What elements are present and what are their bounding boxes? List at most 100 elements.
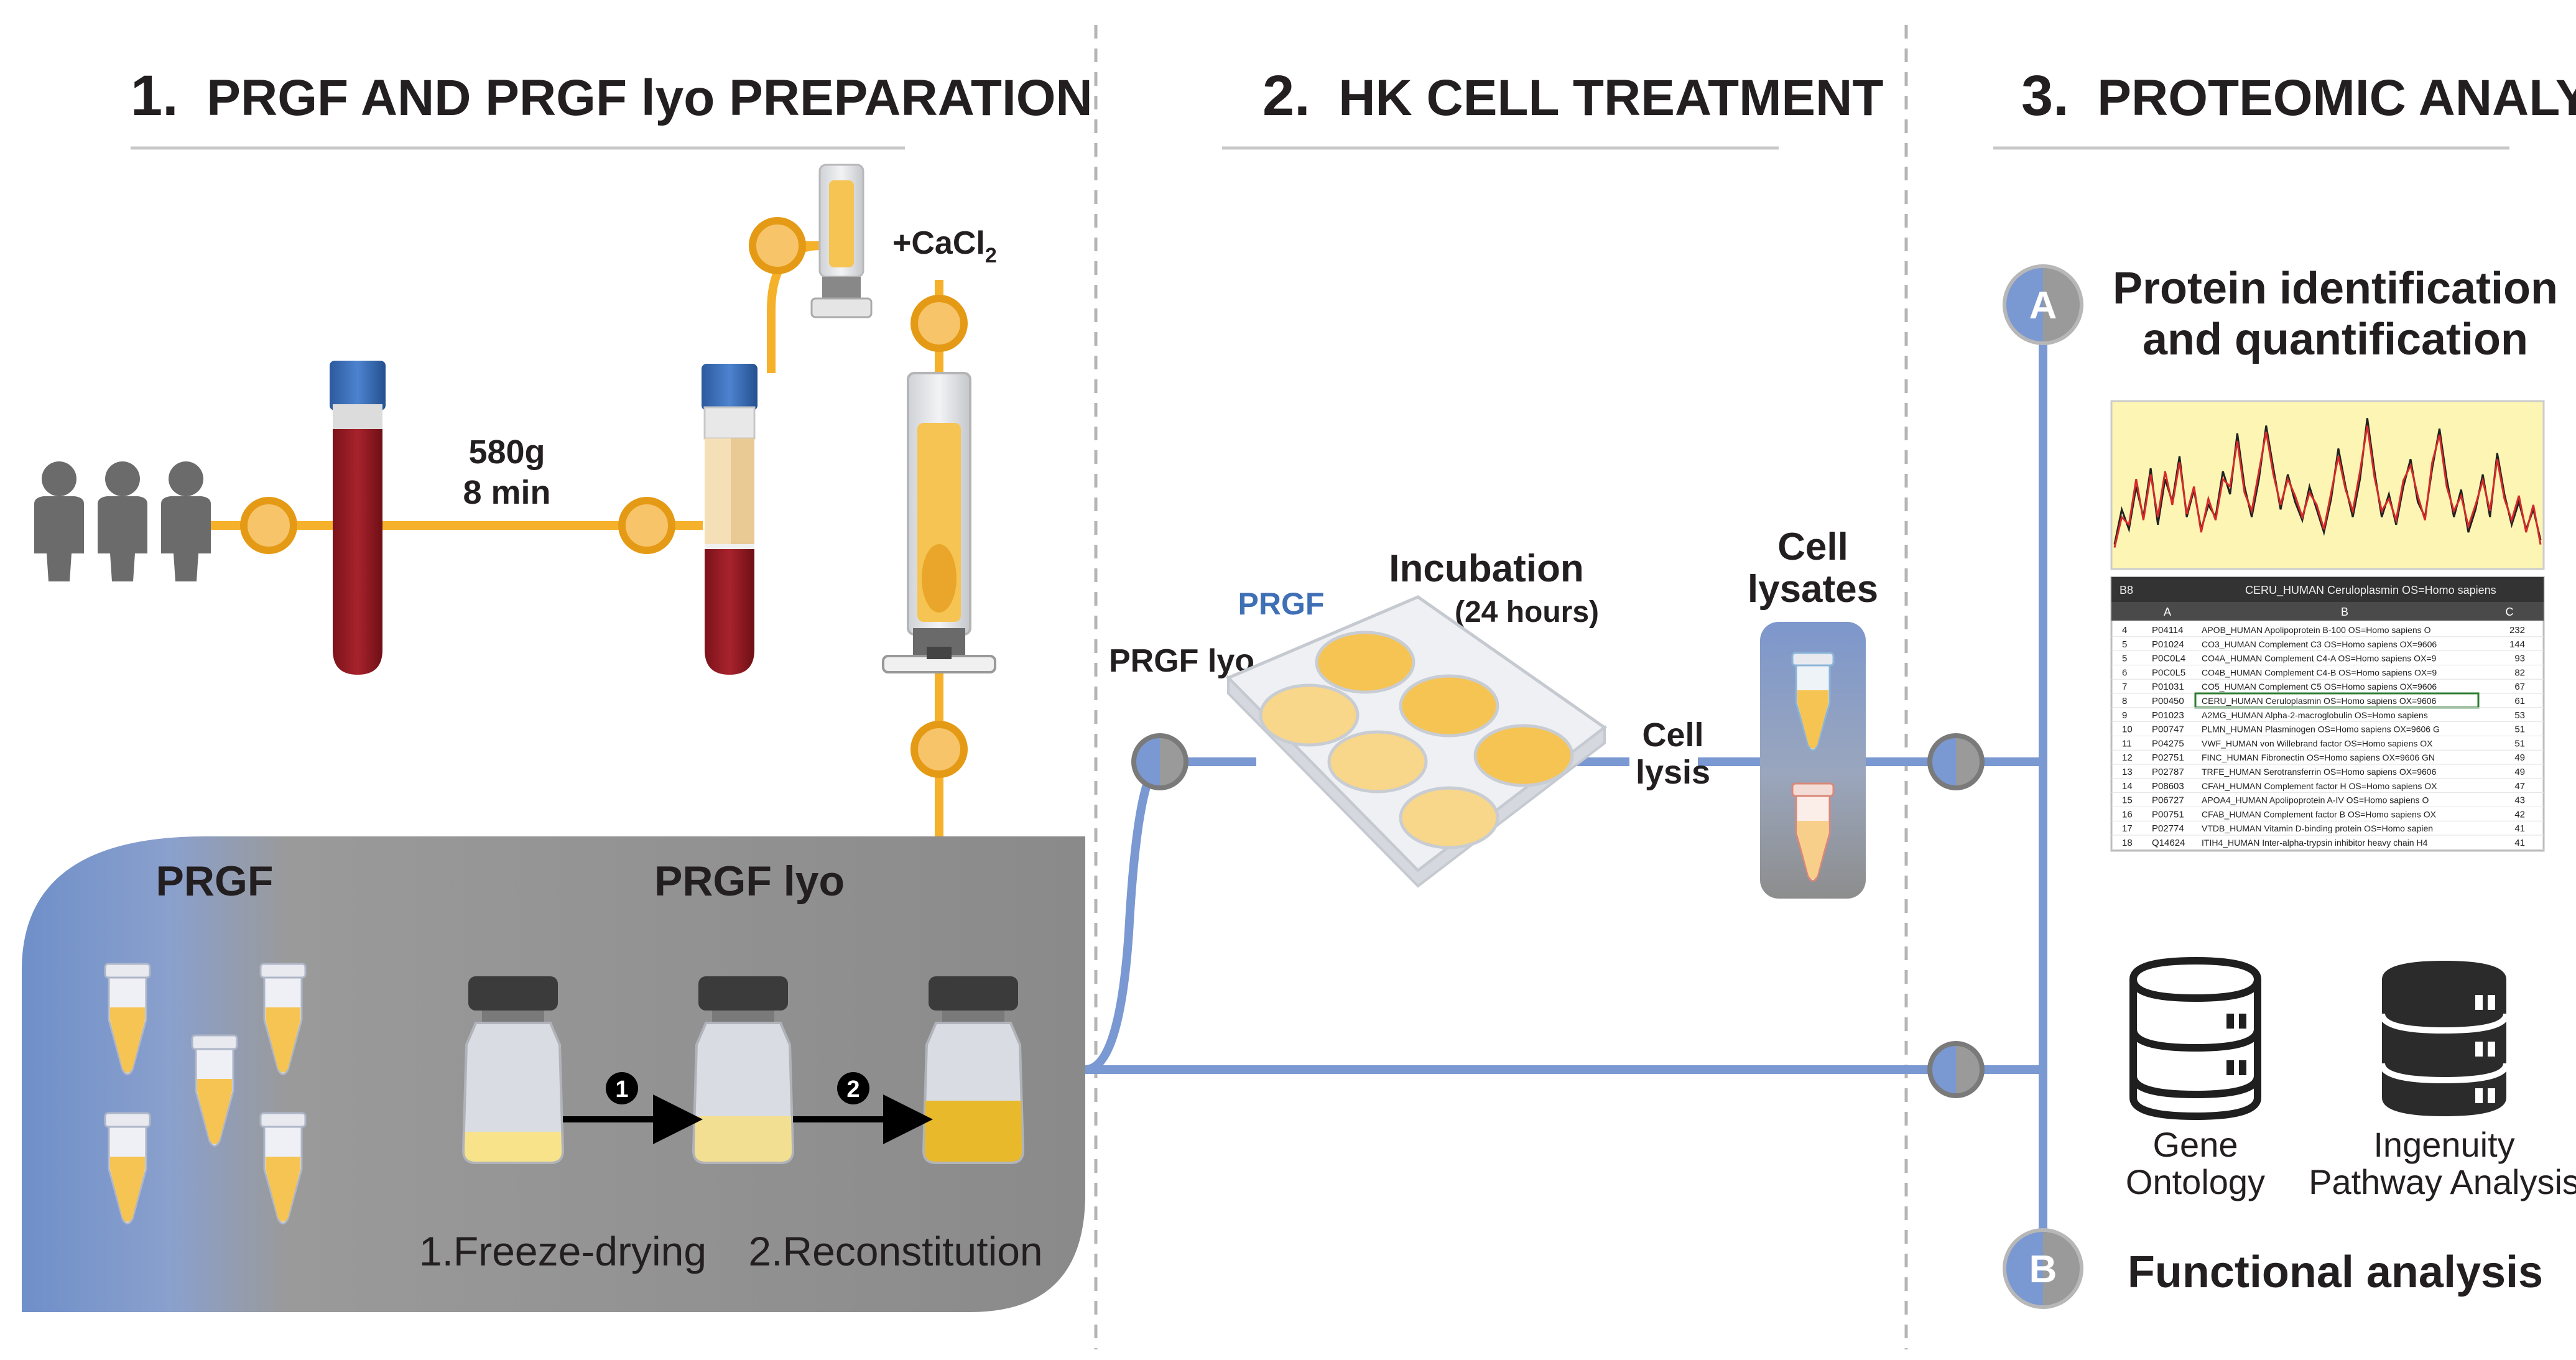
spreadsheet-row: 14 P08603 CFAH_HUMAN Complement factor H O… [2111,781,2544,793]
spreadsheet-accession: P02774 [2152,823,2184,834]
marker-b: B [2003,1228,2083,1309]
svg-text:2. HK CELL TREATMENT: 2. HK CELL TREATMENT [1263,64,1883,127]
section-1-header: 1. PRGF AND PRGF lyo PREPARATION [131,64,1093,150]
spreadsheet-description: ITIH4_HUMAN Inter-alpha-trypsin inhibito… [2202,838,2428,848]
vial-reconstituted [922,976,1025,1164]
chromatogram [2110,400,2545,570]
cell-lysates-line2: lysates [1748,568,1878,611]
section-2-title: HK CELL TREATMENT [1338,70,1883,126]
spreadsheet-description: TRFE_HUMAN Serotransferrin OS=Homo sapie… [2202,767,2437,777]
spreadsheet-row: 4 P04114 APOB_HUMAN Apolipoprotein B-100 O… [2111,625,2544,637]
svg-text:1. PRGF AND PRGF lyo PRE: 1. PRGF AND PRGF lyo PREPARATION [131,64,1093,127]
spreadsheet-description: CFAH_HUMAN Complement factor H OS=Homo s… [2202,781,2437,791]
centrifugation-time: 8 min [463,474,550,511]
spreadsheet-row: 18 Q14624 ITIH4_HUMAN Inter-alpha-trypsin … [2111,838,2544,850]
spreadsheet-row-number: 17 [2122,823,2133,834]
blood-tube-icon [330,361,386,675]
section-3-header: 3. PROTEOMIC ANALYSIS [1993,64,2576,150]
spreadsheet-row-number: 8 [2122,696,2127,706]
spreadsheet-accession: P00751 [2152,809,2184,820]
spreadsheet-row-number: 5 [2122,639,2127,650]
spreadsheet-count: 53 [2514,710,2525,721]
spreadsheet-row-number: 15 [2122,795,2133,806]
ingenuity-line2: Pathway Analysis [2309,1162,2576,1201]
eppendorf-tubes [104,963,307,1224]
spreadsheet-row-number: 4 [2122,625,2127,636]
spreadsheet-row-number: 11 [2122,738,2132,749]
prgf-label: PRGF [1238,586,1325,621]
spreadsheet-row-number: 6 [2122,667,2127,678]
spreadsheet-accession: P02751 [2152,752,2184,763]
spreadsheet-formula: CERU_HUMAN Ceruloplasmin OS=Homo sapiens [2245,584,2496,597]
spreadsheet-col-c: C [2506,606,2514,618]
spreadsheet-count: 67 [2514,682,2525,692]
spreadsheet-description: CO4B_HUMAN Complement C4-B OS=Homo sapie… [2202,667,2437,677]
spreadsheet-row-number: 13 [2122,767,2133,777]
section-3-number: 3. [2021,64,2069,127]
spreadsheet-accession: P01024 [2152,639,2184,650]
spreadsheet-row: 15 P06727 APOA4_HUMAN Apolipoprotein A-IV … [2111,795,2544,807]
spreadsheet-description: FINC_HUMAN Fibronectin OS=Homo sapiens O… [2202,752,2435,762]
step-arrow-1: 1 [563,1072,703,1144]
spreadsheet-accession: P01031 [2152,682,2184,692]
spreadsheet-accession: P01023 [2152,710,2184,721]
svg-text:3. PROTEOMIC ANALYSIS: 3. PROTEOMIC ANALYSIS [2021,64,2576,127]
gene-ontology-line1: Gene [2153,1125,2238,1164]
centrifuged-tube-icon [702,364,758,675]
spreadsheet-description: APOA4_HUMAN Apolipoprotein A-IV OS=Homo … [2202,795,2429,805]
spreadsheet-row-number: 7 [2122,682,2127,692]
database-icon-gene-ontology [2129,956,2261,1121]
protein-id-line2: and quantification [2143,315,2528,364]
ingenuity-line1: Ingenuity [2373,1125,2514,1164]
spreadsheet-description: CO5_HUMAN Complement C5 OS=Homo sapiens … [2202,682,2437,692]
donors-icon [34,461,211,581]
cacl2-tube-icon [810,164,873,318]
spreadsheet-row-number: 9 [2122,710,2127,721]
spreadsheet-accession: P0C0L4 [2152,654,2185,664]
svg-text:2: 2 [846,1076,859,1103]
well-plate-icon [1225,595,1608,888]
orange-nodes [240,217,968,778]
spreadsheet-description: A2MG_HUMAN Alpha-2-macroglobulin OS=Homo… [2202,710,2428,720]
svg-text:1: 1 [615,1076,628,1103]
spreadsheet-row-number: 10 [2122,724,2133,735]
spreadsheet-count: 144 [2509,639,2525,650]
cacl2-label: +CaCl2 [892,225,997,267]
marker-a: A [2003,264,2083,345]
cell-lysates-box [1760,622,1866,899]
spreadsheet-count: 51 [2514,724,2525,735]
spreadsheet-accession: P04114 [2152,625,2184,636]
step-arrow-2: 2 [793,1072,933,1144]
cell-lysis-line2: lysis [1636,754,1710,791]
spreadsheet-accession: P00747 [2152,724,2184,735]
spreadsheet-row: 13 P02787 TRFE_HUMAN Serotransferrin OS=Ho… [2111,767,2544,779]
spreadsheet-description: APOB_HUMAN Apolipoprotein B-100 OS=Homo … [2202,625,2431,635]
spreadsheet-accession: P02787 [2152,767,2184,777]
spreadsheet-row-number: 18 [2122,838,2133,848]
spreadsheet-accession: P06727 [2152,795,2184,806]
incubation-label: Incubation [1389,547,1583,590]
functional-analysis-label: Functional analysis [2128,1247,2543,1297]
spreadsheet-accession: P08603 [2152,781,2184,792]
syringe-icon [882,372,996,673]
centrifugation-speed: 580g [468,433,545,471]
spreadsheet-accession: Q14624 [2152,838,2185,848]
chromatogram-trace-red [2113,425,2542,548]
spreadsheet-count: 93 [2514,654,2525,664]
incubation-time: (24 hours) [1455,596,1599,629]
spreadsheet-count: 42 [2514,809,2525,820]
spreadsheet-row-number: 14 [2122,781,2133,792]
protein-id-line1: Protein identification [2113,264,2558,313]
svg-text:B: B [2029,1248,2057,1291]
spreadsheet-description: VWF_HUMAN von Willebrand factor OS=Homo … [2202,738,2433,748]
spreadsheet-count: 41 [2514,823,2525,834]
